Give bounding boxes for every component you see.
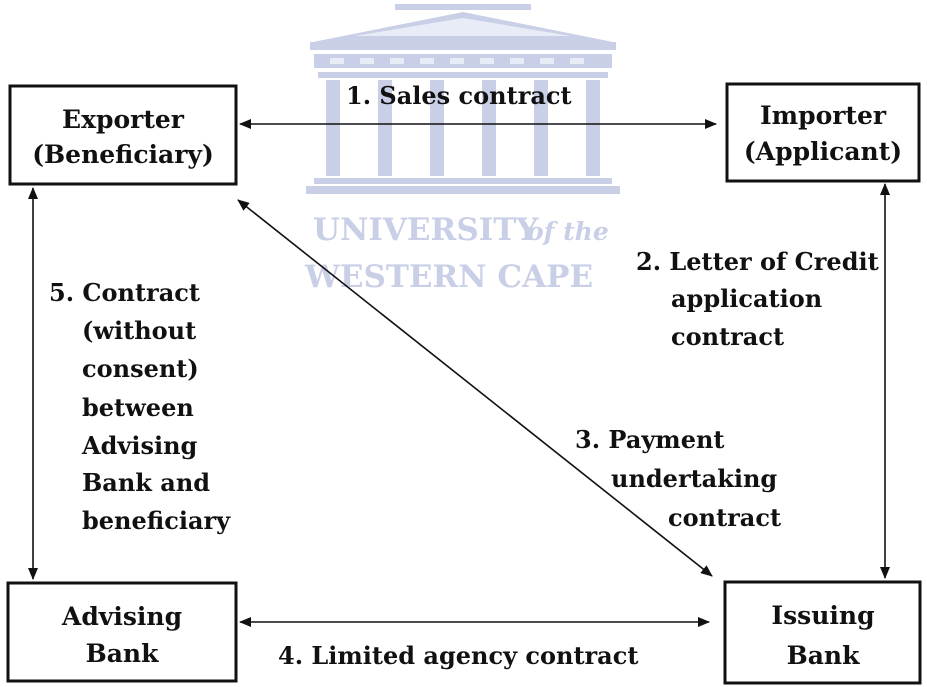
exporter-node: Exporter (Beneficiary) (8, 84, 238, 186)
advising-beneficiary-line1: 5. Contract (49, 278, 200, 307)
advising-bank-line2: Bank (86, 639, 160, 668)
payment-undertaking-label: 3. Payment undertaking contract (575, 425, 781, 532)
exporter-title: Exporter (62, 105, 185, 134)
lc-application-label: 2. Letter of Credit application contract (636, 247, 879, 351)
advising-beneficiary-line6: Bank and (82, 468, 210, 497)
advising-beneficiary-line2: (without (82, 316, 196, 345)
advising-beneficiary-label: 5. Contract (without consent) between Ad… (49, 278, 231, 535)
issuing-bank-line2: Bank (787, 641, 861, 670)
university-name-watermark: UNIVERSITY of the WESTERN CAPE (304, 212, 609, 295)
issuing-bank-line1: Issuing (771, 601, 874, 630)
limited-agency-label: 4. Limited agency contract (278, 641, 638, 670)
payment-undertaking-line2: undertaking (611, 464, 777, 493)
advising-beneficiary-line3: consent) (82, 354, 199, 383)
advising-beneficiary-line7: beneficiary (82, 506, 231, 535)
importer-node: Importer (Applicant) (725, 82, 921, 183)
importer-role: (Applicant) (744, 137, 902, 166)
importer-title: Importer (760, 101, 887, 130)
payment-undertaking-line3: contract (668, 503, 781, 532)
lc-application-line1: 2. Letter of Credit (636, 247, 879, 276)
advising-bank-node: Advising Bank (6, 581, 238, 683)
issuing-bank-node: Issuing Bank (723, 580, 922, 685)
advising-beneficiary-line5: Advising (81, 431, 198, 460)
limited-agency-line: 4. Limited agency contract (278, 641, 638, 670)
sales-contract-label: 1. Sales contract (346, 81, 572, 110)
advising-beneficiary-line4: between (82, 393, 194, 422)
payment-undertaking-line1: 3. Payment (575, 425, 725, 454)
lc-application-line2: application (671, 284, 822, 313)
sales-contract-line: 1. Sales contract (346, 81, 572, 110)
watermark-line1: UNIVERSITY (313, 212, 539, 248)
watermark-line1-suffix: of the (527, 217, 609, 246)
watermark-line2: WESTERN CAPE (304, 259, 593, 295)
advising-bank-line1: Advising (61, 602, 182, 631)
payment-undertaking-arrow (237, 199, 713, 577)
exporter-role: (Beneficiary) (32, 140, 214, 169)
lc-application-line3: contract (671, 322, 784, 351)
